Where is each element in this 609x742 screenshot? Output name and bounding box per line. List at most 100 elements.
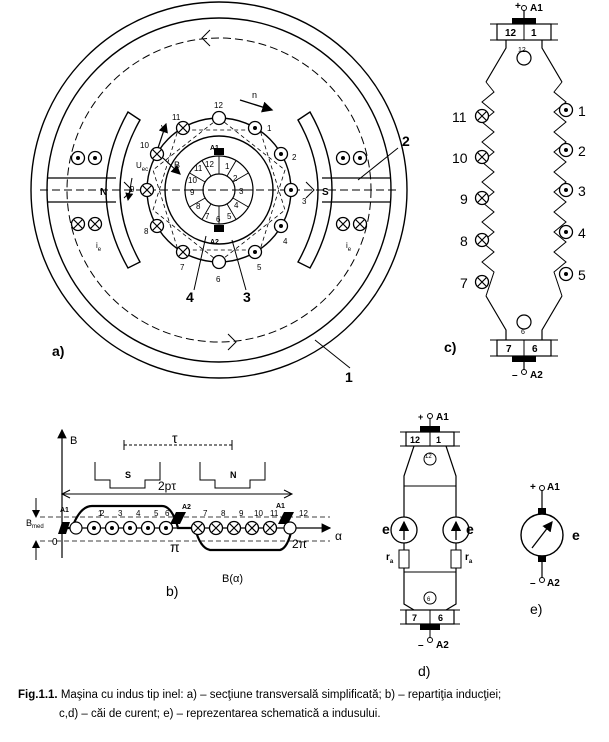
origin-label: 0	[52, 537, 58, 548]
conductor-label: 5	[154, 509, 159, 518]
field-coil-cross-icon	[70, 216, 86, 232]
figure-caption: Fig.1.1. Maşina cu indus tip inel: a) – …	[18, 686, 603, 724]
conductor-cross-icon	[474, 232, 490, 248]
segment-label: 1	[531, 28, 537, 39]
conductor-label: 5	[257, 263, 262, 272]
right-branch-winding	[553, 81, 567, 297]
conductor-cross-icon	[149, 218, 165, 234]
conductor-dot-icon	[273, 218, 289, 234]
terminal-plus: +	[418, 412, 423, 422]
field-coil-dot-icon	[70, 150, 86, 166]
segment-label: 6	[532, 344, 538, 355]
field-arrow	[162, 157, 181, 175]
conductor-dot-icon	[104, 520, 120, 536]
brush-label-a2: A2	[530, 370, 543, 381]
panel-label-b: b)	[166, 583, 178, 599]
field-coil-cross-icon	[335, 216, 351, 232]
rotation-arrow	[239, 99, 274, 113]
conductor-dot-icon	[558, 266, 574, 282]
brush-a1	[512, 18, 536, 24]
resistor-right	[450, 549, 462, 569]
field-coil-dot-icon	[87, 150, 103, 166]
panel-b-flux-distribution: B α τ 2pτ S N Bmed 0 π 2π B(α) A1 A2 A1 …	[26, 428, 342, 599]
excitation-label-right: ie	[346, 241, 352, 253]
part-number-1: 1	[345, 369, 353, 385]
segment-label: 6	[216, 215, 221, 224]
segment-label: 10	[188, 176, 197, 185]
emf-label: Uec	[136, 161, 148, 173]
caption-line-1: Maşina cu indus tip inel: a) – secţiune …	[57, 689, 502, 701]
coil-label: 12	[518, 47, 526, 54]
conductor-cross-icon	[208, 520, 224, 536]
conductor-dot-icon	[247, 244, 263, 260]
coil-label: 12	[425, 454, 432, 460]
brush-a1	[278, 512, 294, 524]
conductor-label: 10	[140, 141, 149, 150]
conductor-cross-icon	[474, 190, 490, 206]
segment-label: 8	[196, 202, 201, 211]
conductor-dot-icon	[283, 182, 299, 198]
conductor-dot-icon	[273, 146, 289, 162]
two-p-tau-label: 2pτ	[158, 479, 176, 493]
segment-label: 1	[225, 162, 230, 171]
segment-label: 6	[438, 613, 443, 623]
conductor-label: 7	[203, 509, 208, 518]
segment-label: 12	[205, 160, 214, 169]
brush-a1	[58, 522, 70, 534]
resistor-left	[398, 549, 410, 569]
stator-yoke-inner	[46, 17, 392, 363]
conductor-label: 2	[100, 509, 105, 518]
conductor-label: 9	[130, 185, 135, 194]
excitation-label-left: ie	[96, 241, 102, 253]
tau-label: τ	[172, 430, 178, 446]
terminal-minus: –	[418, 640, 424, 651]
curve-label: B(α)	[222, 573, 243, 585]
brush-label-a1: A1	[210, 145, 219, 152]
segment-label: 7	[412, 613, 417, 623]
panel-e-schematic: + A1 – A2 e e)	[520, 482, 580, 617]
segment-label: 3	[239, 187, 244, 196]
emf-arrow	[125, 177, 134, 201]
conductor-cross-icon	[474, 274, 490, 290]
conductor-cross-icon	[226, 520, 242, 536]
panel-label-a: a)	[52, 343, 64, 359]
commutator-dividers	[185, 156, 253, 224]
conductor-cross-icon	[139, 182, 155, 198]
conductor-cross-icon	[190, 520, 206, 536]
terminal-plus: +	[515, 1, 521, 12]
coil-label: 6	[521, 329, 525, 336]
stator-yoke-outer	[30, 1, 408, 379]
left-branch-winding	[481, 81, 495, 297]
brush-label-a1: A1	[436, 412, 449, 423]
brush-label-a1: A1	[60, 507, 69, 514]
field-coil-cross-icon	[352, 216, 368, 232]
panel-c-current-paths: + A1 12 1 7 6 – A2 12 6 11 10 9 8 7 1 2 …	[444, 1, 586, 381]
caption-label: Fig.1.1.	[18, 689, 58, 701]
pi-label: π	[170, 539, 180, 555]
segment-label: 1	[436, 435, 441, 445]
branch-label: 8	[460, 233, 468, 249]
conductor-label: 1	[267, 124, 272, 133]
conductor-dot-icon	[558, 224, 574, 240]
outer-conductors	[139, 110, 299, 270]
rotation-label: n	[252, 90, 257, 100]
branch-label: 7	[460, 275, 468, 291]
branch-label: 11	[452, 109, 467, 125]
conductor-dot-icon	[558, 142, 574, 158]
segment-label: 4	[234, 201, 239, 210]
emf-label: e	[572, 527, 580, 543]
pole-shoe-south	[297, 110, 333, 269]
conductor-cross-icon	[474, 149, 490, 165]
conductor-cross-icon	[149, 146, 165, 162]
y-axis-label: B	[70, 435, 77, 447]
brush-a2	[214, 225, 224, 232]
terminal-minus: –	[512, 370, 518, 381]
panel-a-cross-section: a) 1 2 3 4 N S n v B Uec ie ie A1 A2 1 2…	[30, 1, 410, 385]
segment-label: 7	[205, 212, 210, 221]
brush-label-a1: A1	[530, 3, 543, 14]
conductor-dot-icon	[86, 520, 102, 536]
branch-label: 10	[452, 150, 468, 166]
conductor-dot-icon	[558, 182, 574, 198]
pole-label-s: S	[322, 187, 329, 198]
